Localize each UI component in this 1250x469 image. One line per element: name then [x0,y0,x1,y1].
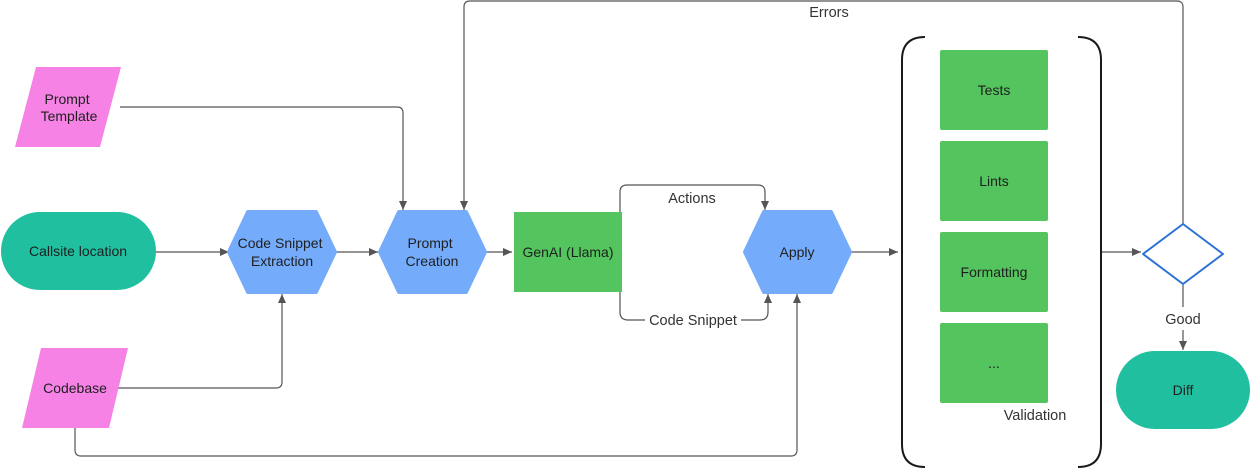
actions-edge-label: Actions [668,191,716,207]
decision-diamond [1142,223,1224,285]
edge-codebase-to-apply [74,294,801,457]
code-snippet-extraction-node: Code Snippet Extraction [227,210,337,294]
code-snippet-extraction-label: Code Snippet Extraction [238,235,327,269]
diff-label: Diff [1173,382,1194,398]
prompt-creation-label: Prompt Creation [406,235,459,269]
callsite-location-label: Callsite location [29,243,127,259]
apply-label: Apply [779,244,814,260]
edge-codebase-to-extraction [112,294,286,389]
good-edge-label: Good [1165,312,1200,328]
callsite-location-node: Callsite location [1,212,156,290]
errors-edge-label: Errors [809,5,848,21]
codebase-label: Codebase [43,380,107,396]
prompt-template-label: Prompt Template [41,91,98,124]
genai-llama-node: GenAI (Llama) [514,212,622,292]
edge-errors-loop [460,0,1184,224]
more-steps-label: ... [988,355,1000,371]
prompt-creation-node: Prompt Creation [378,210,487,294]
edge-actions [619,184,769,212]
formatting-node: Formatting [940,232,1048,312]
tests-node: Tests [940,50,1048,130]
codebase-node: Codebase [22,348,128,428]
formatting-label: Formatting [961,264,1028,280]
code-snippet-edge-label: Code Snippet [649,313,737,329]
prompt-template-node: Prompt Template [15,67,121,147]
more-steps-node: ... [940,323,1048,403]
edge-template-to-creation [120,106,407,210]
genai-llama-label: GenAI (Llama) [522,244,613,260]
diff-node: Diff [1116,351,1250,429]
validation-label: Validation [1004,408,1067,424]
apply-node: Apply [743,210,852,294]
validation-group: Validation [901,36,1102,468]
lints-node: Lints [940,141,1048,221]
tests-label: Tests [978,82,1011,98]
lints-label: Lints [979,173,1009,189]
